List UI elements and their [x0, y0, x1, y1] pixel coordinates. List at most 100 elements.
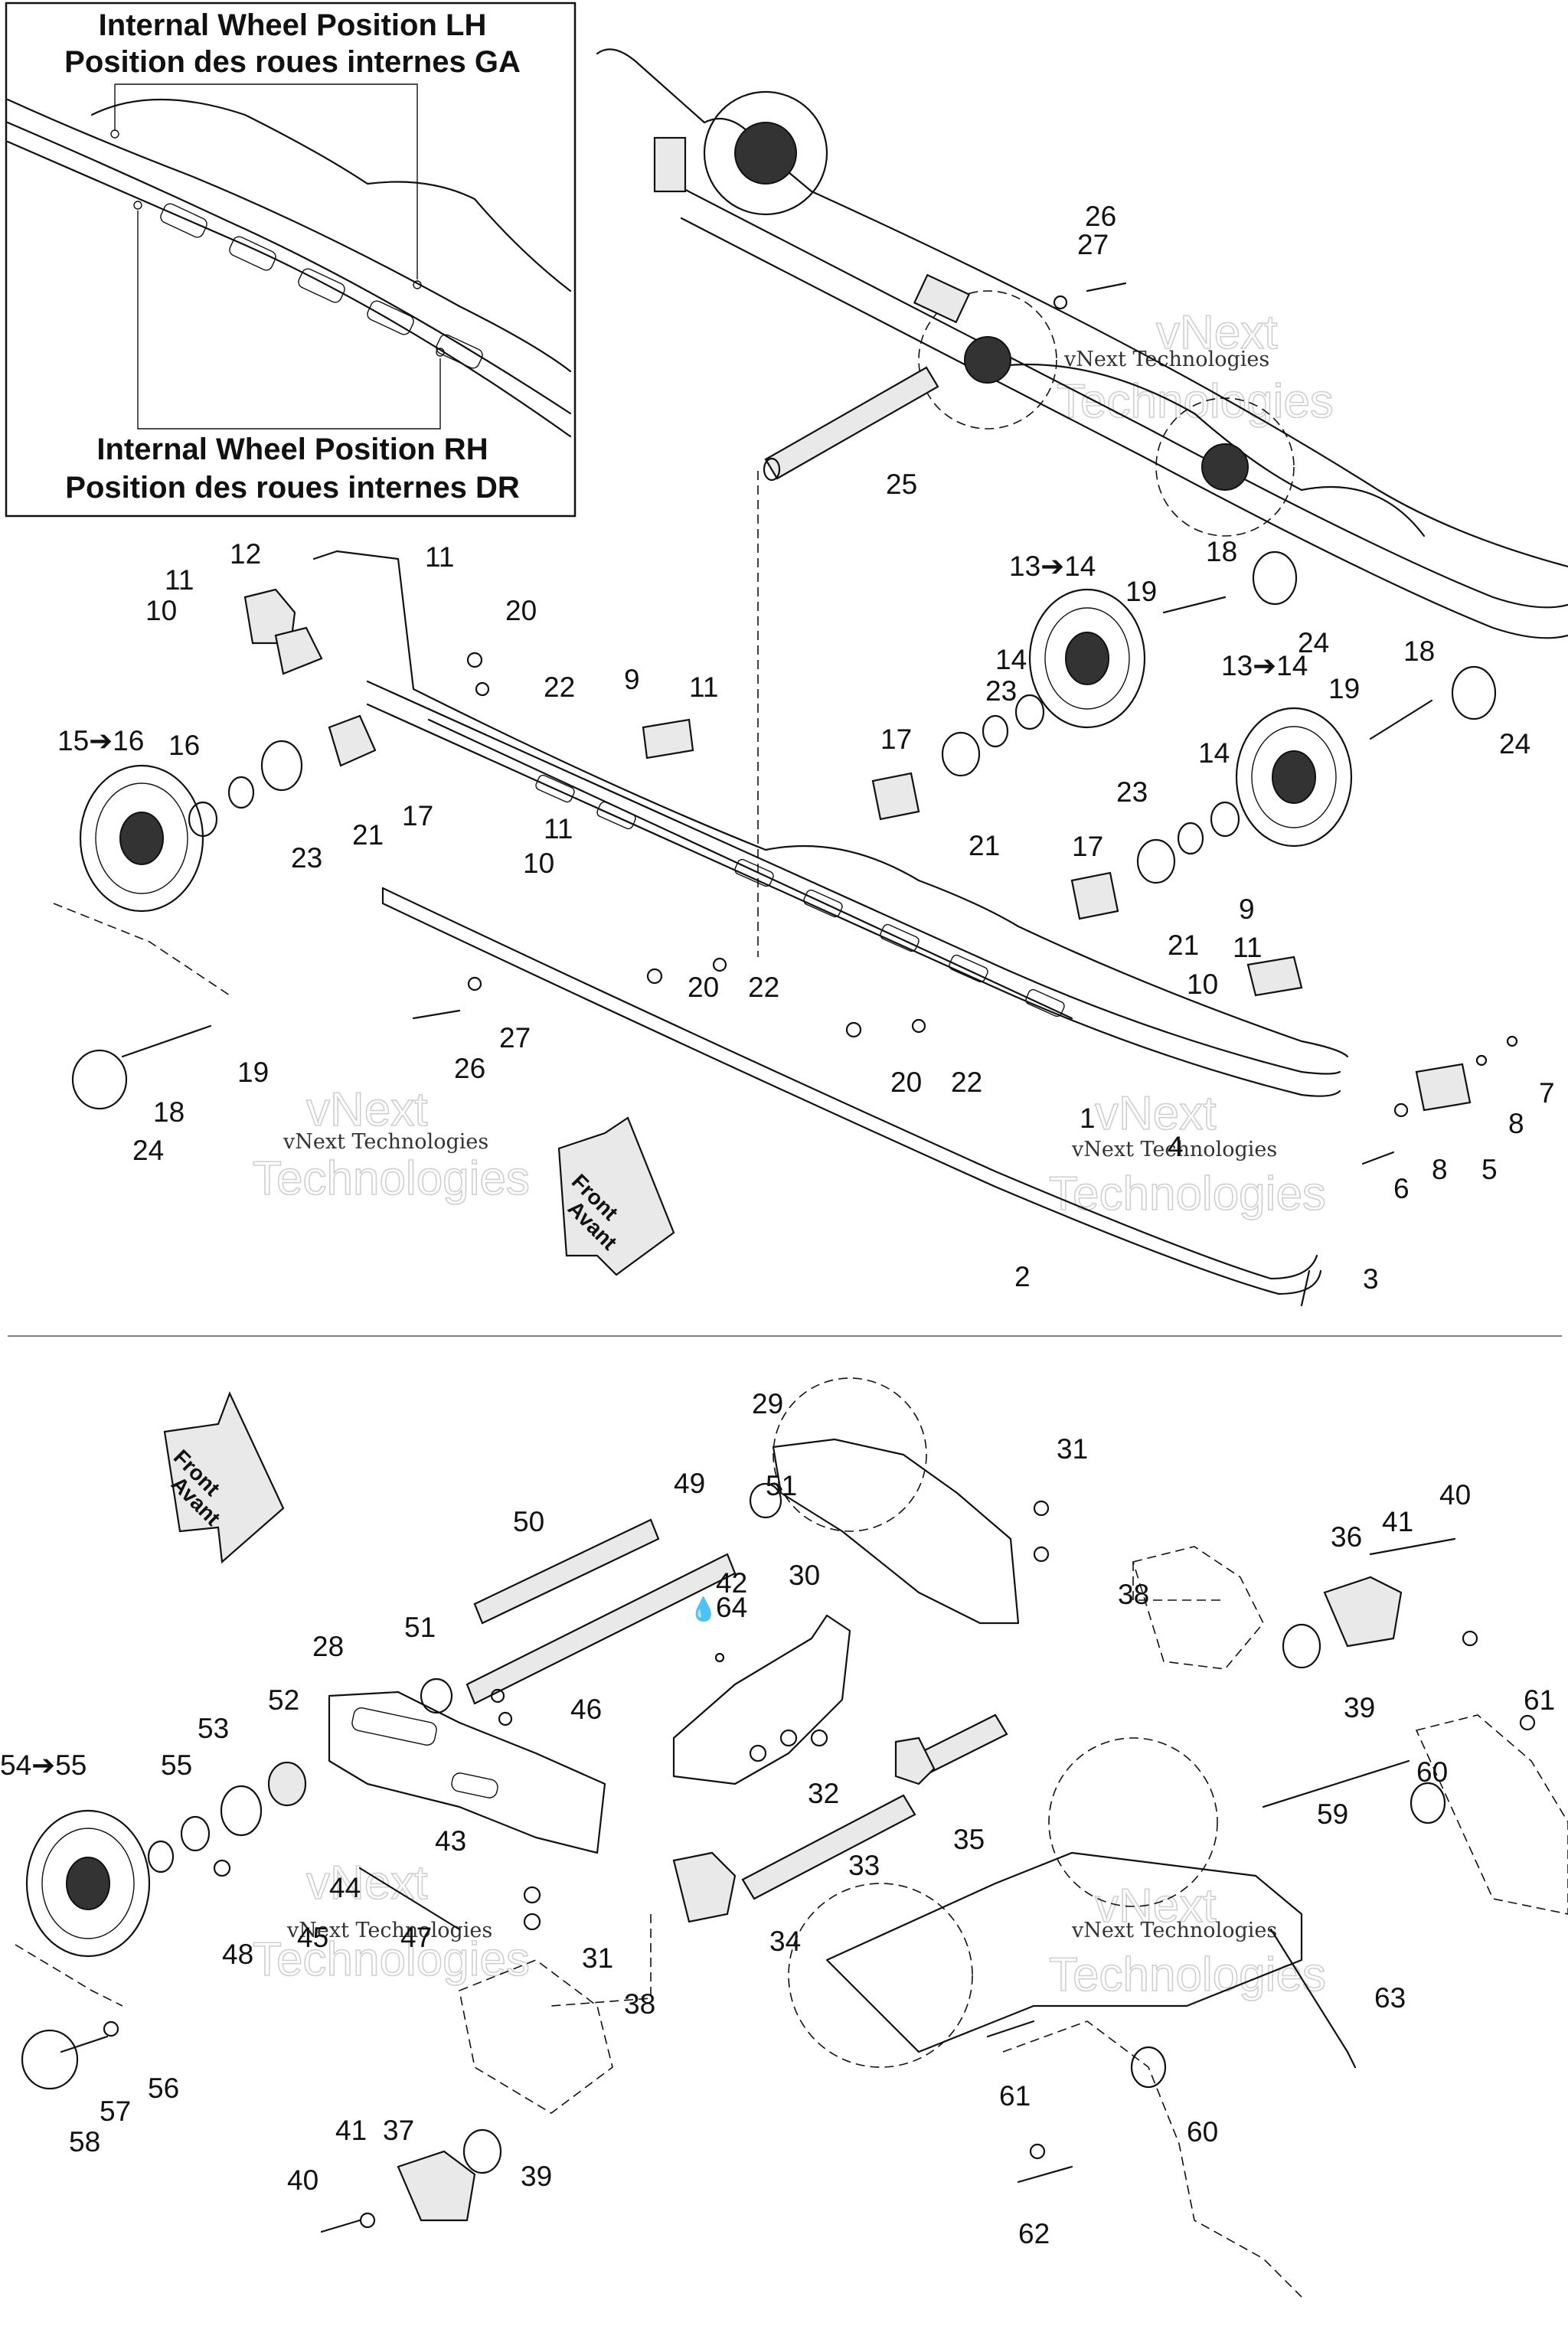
callout-number: 10 — [523, 848, 554, 879]
inset-title-rh-fr: Position des roues internes DR — [65, 471, 520, 505]
callout-number: 23 — [291, 842, 322, 874]
callout-number: 23 — [1116, 776, 1148, 808]
blocks-and-brackets — [243, 588, 1472, 1112]
callout-number: 56 — [148, 2073, 179, 2104]
inset-title-lh-fr: Position des roues internes GA — [64, 45, 521, 79]
slide-2 — [381, 887, 1322, 1295]
watermark-line: Technologies — [253, 1152, 530, 1205]
callout-number: 22 — [544, 671, 575, 703]
callout-number: 22 — [748, 972, 779, 1003]
callout-number: 17 — [402, 800, 433, 831]
callout-number: 38 — [624, 1988, 655, 2020]
callout-number: 39 — [521, 2161, 552, 2192]
callout-number: 50 — [513, 1506, 544, 1537]
ghost-frames — [459, 1546, 1568, 2298]
front-arrow-bottom: Front Avant — [163, 1391, 285, 1564]
oil-drop-icon: 💧 — [689, 1596, 717, 1623]
callout-number: 17 — [880, 724, 912, 755]
callout-number: 62 — [1018, 2218, 1050, 2249]
callout-number: 10 — [145, 595, 177, 626]
callout-number: 60 — [1416, 1756, 1448, 1788]
callout-number: 23 — [985, 675, 1017, 707]
callout-number: 21 — [352, 819, 384, 851]
top-exploded-view: Front Avant — [53, 48, 1568, 1307]
callout-number: 12 — [230, 538, 261, 570]
rail-slide-1 — [312, 550, 1349, 1097]
bolts-and-washers — [121, 282, 1518, 1307]
callout-number: 29 — [752, 1388, 783, 1419]
front-arrow-top: Front Avant — [557, 1116, 675, 1276]
callout-number: 61 — [1524, 1684, 1555, 1716]
callout-number: 11 — [1233, 932, 1262, 963]
callout-number: 18 — [1403, 635, 1435, 667]
callout-number: 60 — [1187, 2116, 1218, 2148]
callout-number: 40 — [287, 2164, 318, 2196]
callout-number: 26 — [454, 1053, 485, 1084]
callout-number: 41 — [1382, 1506, 1413, 1537]
callout-number: 49 — [674, 1468, 705, 1499]
watermark-caption: vNext Technologies — [1071, 1138, 1277, 1161]
arm-30 — [672, 1614, 851, 1785]
callout-number: 27 — [499, 1022, 531, 1054]
internal-wheel-position-inset: Internal Wheel Position LH Position des … — [5, 2, 577, 518]
bottom-bolts — [60, 1500, 1536, 2233]
callout-number: 11 — [425, 541, 454, 573]
callout-number: 51 — [766, 1470, 797, 1501]
callout-number: 48 — [222, 1939, 253, 1970]
callout-number: 37 — [383, 2115, 414, 2146]
bottom-exploded-view: Front Avant — [15, 1377, 1568, 2298]
callout-number: 39 — [1344, 1692, 1375, 1723]
idler-wheel-15-16 — [53, 764, 230, 996]
callout-number: 13➔14 — [1009, 550, 1096, 582]
watermark-brand: vNext — [1156, 306, 1277, 359]
callout-number: 51 — [404, 1612, 436, 1643]
idler-wheel-54-55 — [15, 1482, 782, 2090]
callout-number: 11 — [689, 671, 718, 703]
callout-number: 28 — [312, 1631, 344, 1662]
callout-number: 1 — [1080, 1102, 1096, 1134]
callout-number: 19 — [1328, 673, 1360, 704]
callout-number: 4 — [1168, 1131, 1184, 1162]
callout-number: 22 — [951, 1067, 982, 1098]
callout-number: 10 — [1187, 969, 1218, 1000]
callout-number: 18 — [153, 1096, 185, 1128]
arm-28 — [328, 1690, 606, 1854]
callout-number: 16 — [168, 730, 200, 761]
watermark-brand: vNext — [306, 1083, 427, 1136]
callout-number: 20 — [890, 1067, 922, 1098]
callout-number: 35 — [953, 1824, 985, 1855]
callout-number: 11 — [544, 813, 573, 844]
callout-number: 45 — [297, 1922, 328, 1953]
callout-number: 30 — [789, 1560, 820, 1591]
callout-number: 27 — [1077, 229, 1109, 260]
mount-blocks — [397, 1576, 1446, 2222]
callout-number: 54➔55 — [0, 1749, 87, 1781]
shaft-25 — [757, 366, 939, 957]
callout-number: 11 — [165, 564, 194, 596]
callout-number: 53 — [198, 1713, 229, 1744]
watermark-brand: vNext — [1095, 1087, 1216, 1140]
callout-number: 25 — [886, 469, 917, 500]
callout-number: 42 — [716, 1567, 747, 1599]
callout-number: 24 — [132, 1135, 164, 1166]
callout-number: 32 — [808, 1778, 839, 1809]
callout-number: 9 — [1239, 893, 1255, 925]
arm-29 — [772, 1377, 1020, 1625]
watermark-line: Technologies — [253, 1933, 530, 1986]
callout-number: 38 — [1118, 1579, 1149, 1610]
callout-number: 21 — [969, 830, 1000, 861]
callout-number: 20 — [688, 972, 719, 1003]
callout-number: 21 — [1168, 929, 1199, 961]
idler-wheel-13-14-a — [1028, 588, 1146, 729]
callout-number: 24 — [1499, 728, 1530, 760]
callout-number: 20 — [505, 595, 537, 626]
inset-title-lh-en: Internal Wheel Position LH — [99, 8, 487, 42]
watermark-caption: vNext Technologies — [1063, 348, 1269, 371]
watermark-caption: vNext Technologies — [283, 1130, 488, 1154]
callout-number: 9 — [624, 664, 640, 695]
callout-number: 43 — [435, 1825, 466, 1857]
callout-number: 52 — [268, 1684, 299, 1716]
callout-number: 61 — [999, 2080, 1031, 2112]
